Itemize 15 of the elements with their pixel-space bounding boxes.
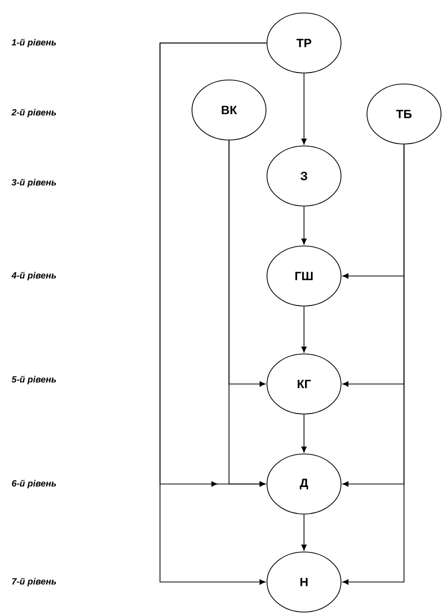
arrow [301,73,307,145]
arrow [228,140,266,487]
level-label: 7-й рівень [12,578,56,586]
arrow [301,306,307,353]
level-label: 3-й рівень [12,178,56,188]
arrow [301,514,307,551]
level-label: 5-й рівень [12,376,56,384]
level-label: 4-й рівень [11,272,56,280]
level-label: 6-й рівень [12,480,56,488]
level-label: 2-й рівень [11,108,56,118]
arrow [301,414,307,453]
level-label: 1-й рівень [12,38,56,48]
arrow [160,42,267,585]
arrow [342,144,404,585]
arrow [301,206,307,245]
